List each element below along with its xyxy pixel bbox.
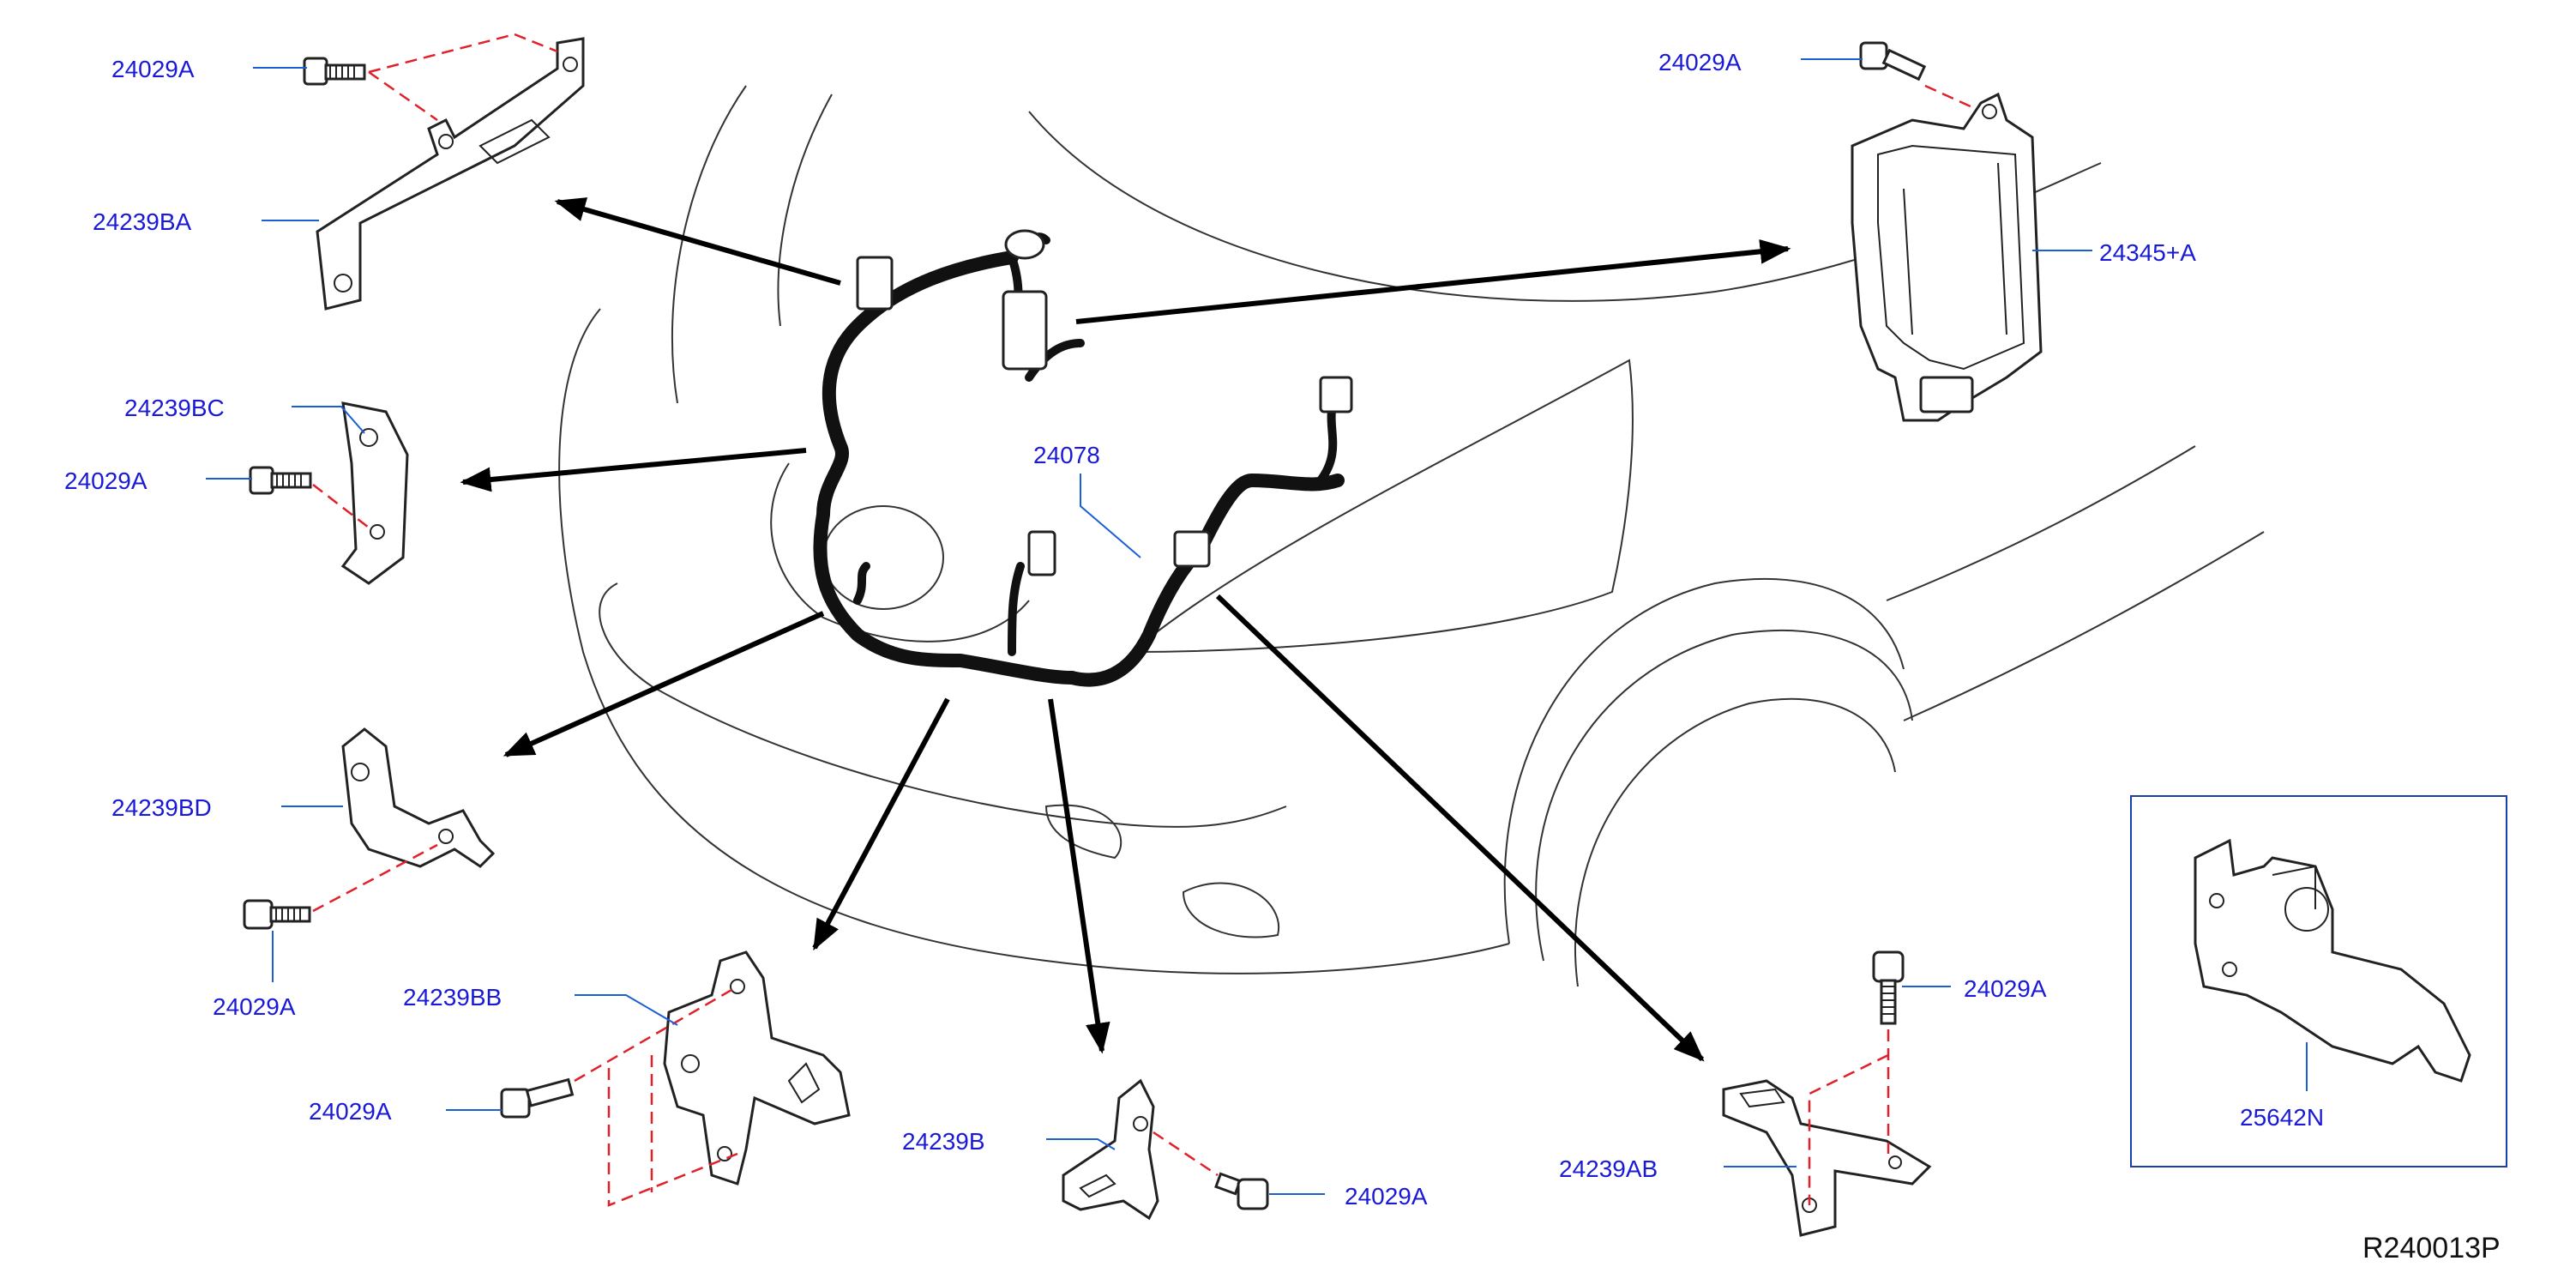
- label-bolt-left-mid: 24029A: [64, 468, 147, 494]
- label-fuse-block-24345a: 24345+A: [2099, 239, 2196, 266]
- bracket-24239bb: [663, 950, 851, 1186]
- guide-bolt-top-left: [368, 33, 558, 122]
- label-bolt-bd: 24029A: [213, 993, 296, 1020]
- inset-box: [2130, 795, 2507, 1167]
- guide-bolt-bb: [574, 985, 738, 1207]
- leader-lines: [206, 58, 2308, 1195]
- label-bolt-top-right: 24029A: [1658, 49, 1742, 75]
- bolt-top-left: [303, 57, 366, 86]
- guide-bolt-left-mid: [312, 484, 370, 528]
- label-bolt-ab: 24029A: [1964, 975, 2047, 1002]
- label-bracket-25642n: 25642N: [2240, 1104, 2324, 1131]
- bracket-24239bd: [341, 727, 496, 868]
- bracket-24239ab: [1722, 1079, 1932, 1237]
- part-labels: 24029A 24239BA 24239BC 24029A 24239BD 24…: [64, 49, 2324, 1210]
- label-bracket-24239bd: 24239BD: [111, 794, 212, 821]
- bolt-bb: [500, 1077, 575, 1119]
- bracket-24239b: [1062, 1078, 1159, 1221]
- vehicle-body-outline: [558, 85, 2265, 987]
- fuse-block-24345a: [1851, 92, 2043, 422]
- label-bolt-top-left: 24029A: [111, 56, 195, 82]
- bolt-b: [1214, 1172, 1269, 1210]
- bolt-left-mid: [249, 466, 312, 495]
- arrows: [460, 197, 1791, 1062]
- diagram-reference-code: R240013P: [2362, 1232, 2501, 1264]
- bracket-24239ba: [316, 37, 585, 311]
- bracket-24239bc: [340, 401, 409, 585]
- bracket-25642n: [2194, 838, 2471, 1083]
- guide-bolt-ab: [1808, 1029, 1890, 1205]
- guide-bolt-top-right: [1924, 84, 1973, 109]
- engine-room-harness: [813, 229, 1353, 687]
- guide-bolt-b: [1153, 1131, 1219, 1177]
- bolt-ab: [1872, 950, 1905, 1025]
- bolt-bd: [243, 899, 311, 930]
- label-bracket-24239bc: 24239BC: [124, 395, 225, 421]
- label-bolt-bb: 24029A: [309, 1098, 392, 1125]
- label-bracket-24239ba: 24239BA: [93, 208, 192, 235]
- label-bracket-24239ab: 24239AB: [1559, 1155, 1658, 1182]
- label-bracket-24239b: 24239B: [902, 1128, 985, 1155]
- label-bolt-b: 24029A: [1345, 1183, 1428, 1210]
- label-harness-24078: 24078: [1033, 442, 1100, 468]
- bolt-top-right: [1859, 41, 1927, 81]
- label-bracket-24239bb: 24239BB: [403, 984, 502, 1011]
- guide-bolt-bd: [312, 843, 438, 913]
